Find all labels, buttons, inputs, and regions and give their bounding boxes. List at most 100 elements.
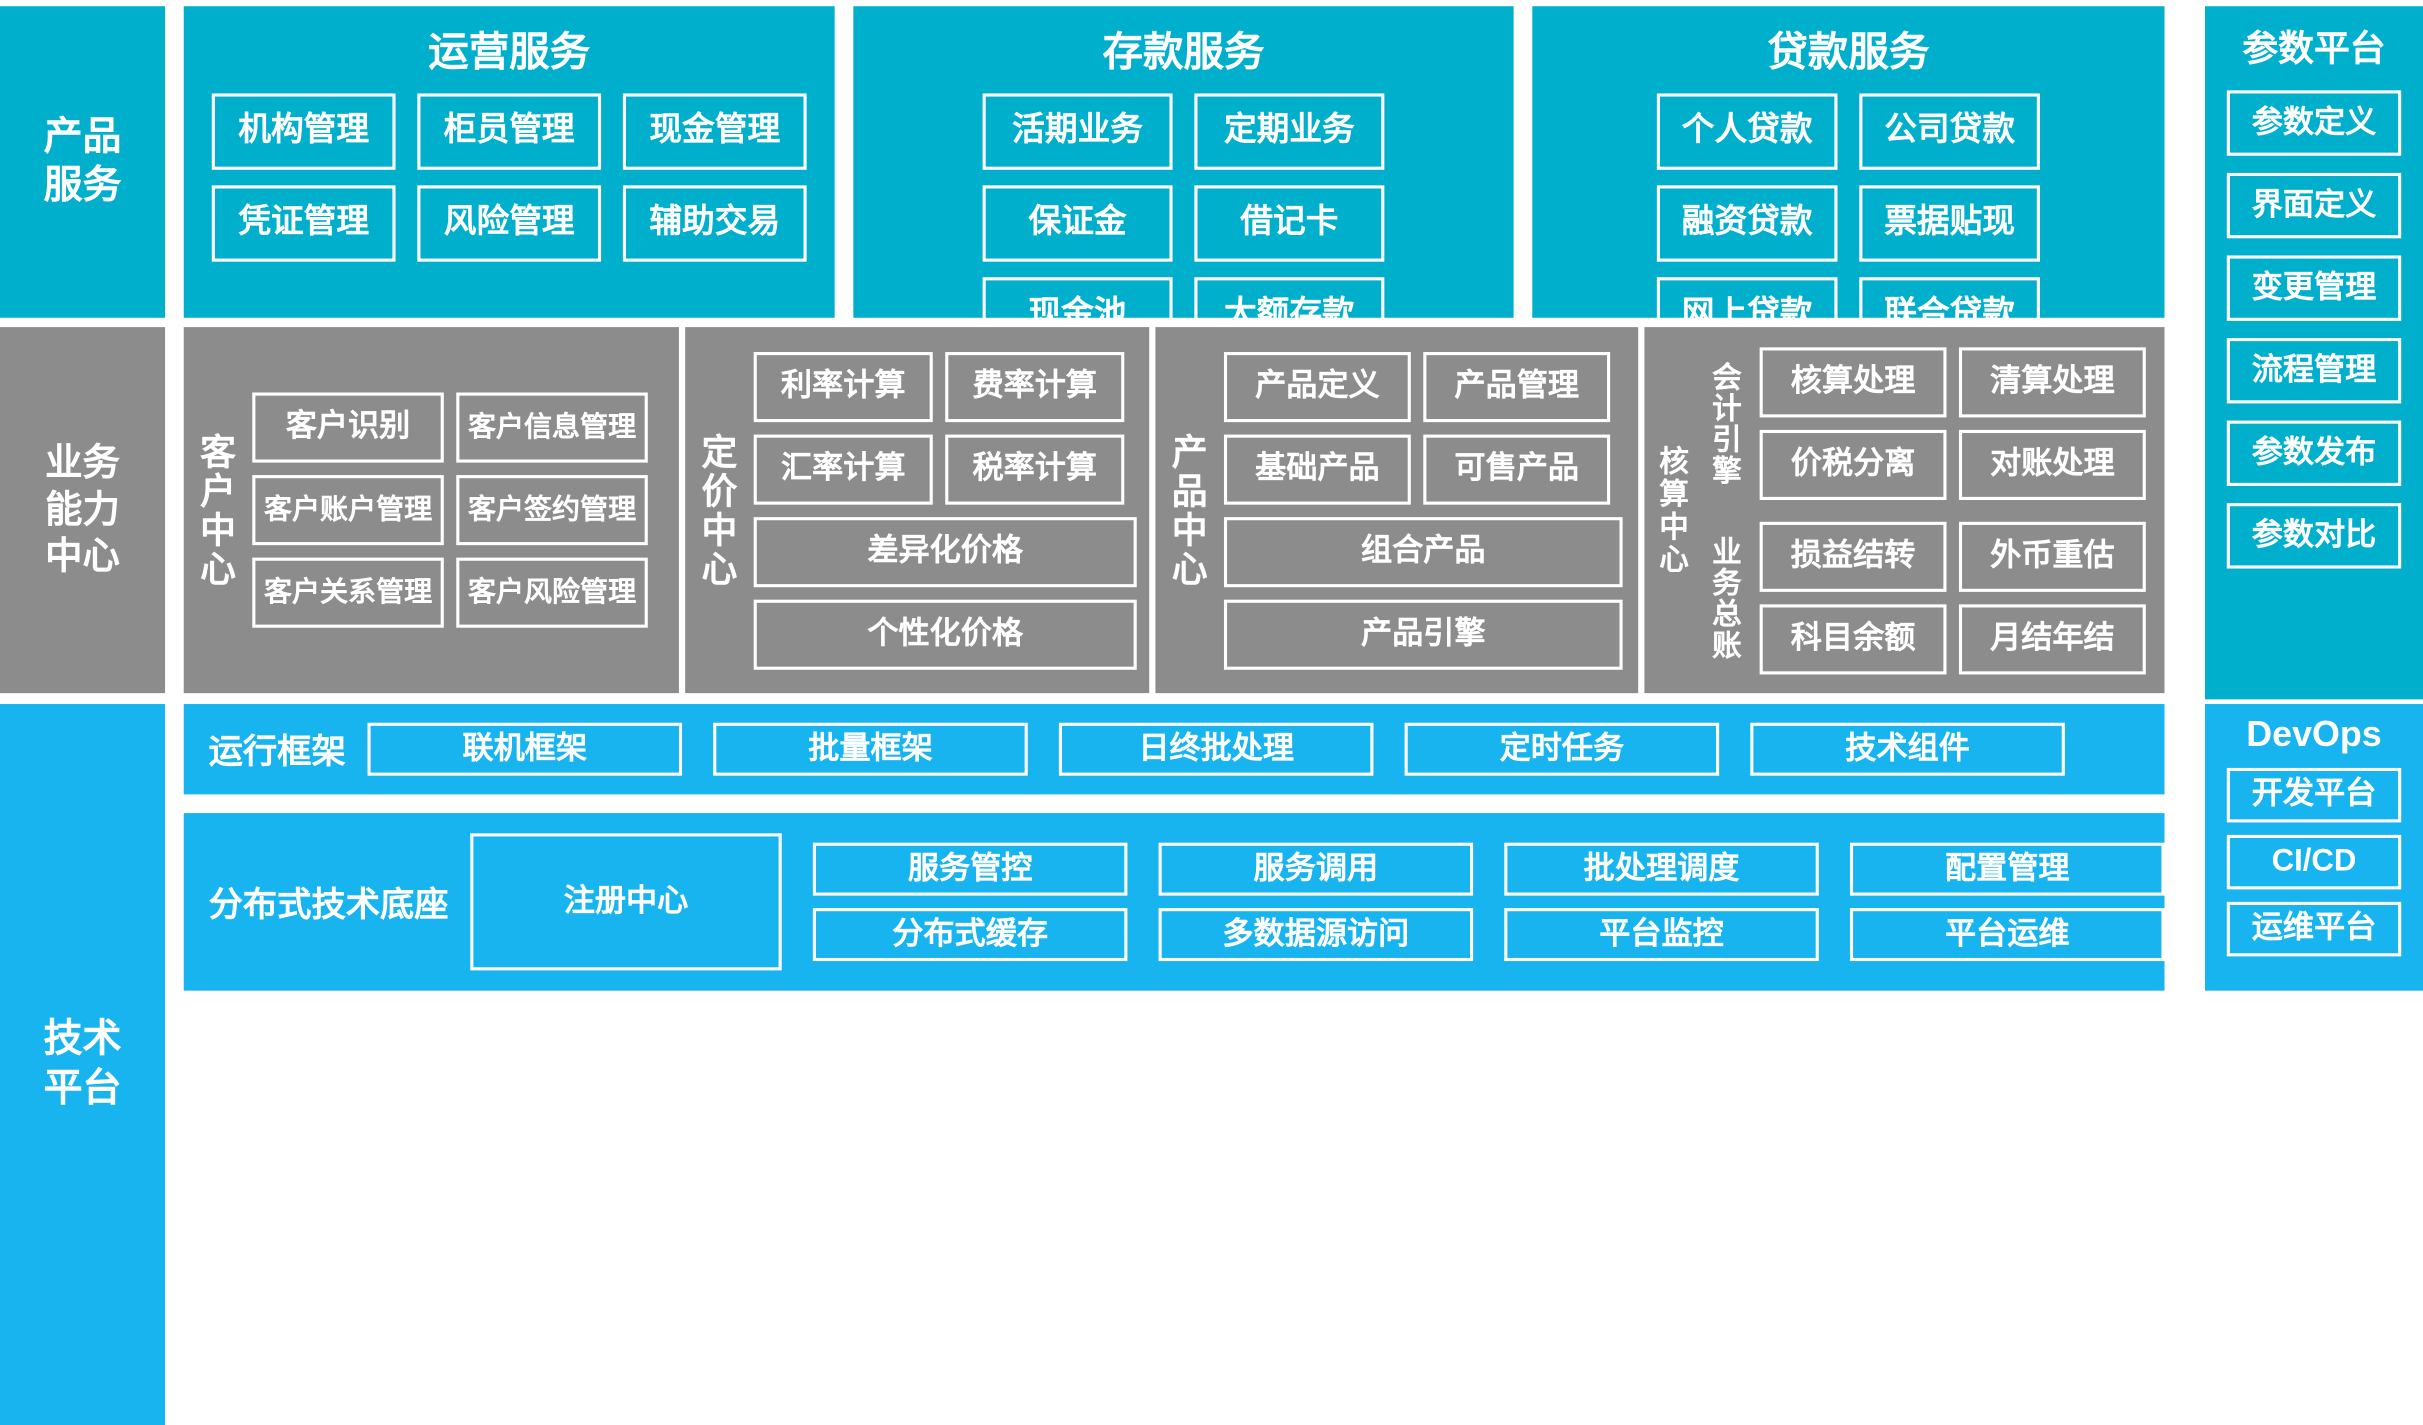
- devops-item[interactable]: CI/CD: [2226, 834, 2402, 890]
- center-product-label: 产品中心: [1166, 432, 1207, 589]
- capability-box-wide[interactable]: 个性化价格: [753, 598, 1137, 670]
- param-platform-item[interactable]: 流程管理: [2226, 338, 2402, 404]
- strip-runtime-framework: 运行框架 联机框架 批量框架 日终批处理 定时任务 技术组件: [183, 704, 2165, 795]
- devops-item[interactable]: 运维平台: [2226, 901, 2402, 957]
- service-box[interactable]: 联合贷款: [1859, 277, 2040, 354]
- param-platform-column: 参数平台 参数定义 界面定义 变更管理 流程管理 参数发布 参数对比: [2204, 6, 2423, 700]
- capability-box[interactable]: 费率计算: [945, 351, 1125, 422]
- tech-box[interactable]: 日终批处理: [1058, 722, 1374, 776]
- capability-box[interactable]: 月结年结: [1958, 603, 2146, 674]
- devops-title: DevOps: [2246, 713, 2382, 754]
- service-box[interactable]: 公司贷款: [1859, 93, 2040, 170]
- service-box[interactable]: 票据贴现: [1859, 185, 2040, 262]
- capability-box[interactable]: 利率计算: [753, 351, 933, 422]
- panel-title-deposit-services: 存款服务: [1102, 28, 1265, 75]
- param-platform-item[interactable]: 参数发布: [2226, 420, 2402, 486]
- accounting-subgroups: 会计引擎 核算处理 清算处理 价税分离 对账处理 业务总账 损益结转 外币重估 …: [1697, 327, 2164, 693]
- capability-box[interactable]: 客户风险管理: [456, 557, 648, 628]
- panel-title-operation-services: 运营服务: [428, 28, 591, 75]
- capability-box[interactable]: 产品管理: [1423, 351, 1611, 422]
- capability-box[interactable]: 客户信息管理: [456, 392, 648, 463]
- business-capability-side-label-text: 业务 能力 中心: [45, 441, 120, 578]
- tech-box[interactable]: 联机框架: [367, 722, 683, 776]
- business-capability-side-label: 业务 能力 中心: [0, 327, 166, 694]
- service-box[interactable]: 凭证管理: [211, 185, 396, 262]
- service-box[interactable]: 机构管理: [211, 93, 396, 170]
- tech-box[interactable]: 技术组件: [1750, 722, 2065, 776]
- capability-box[interactable]: 清算处理: [1958, 346, 2146, 417]
- tech-box-registry[interactable]: 注册中心: [470, 833, 782, 971]
- accounting-engine-grid: 核算处理 清算处理 价税分离 对账处理: [1759, 346, 2165, 500]
- tech-box[interactable]: 多数据源访问: [1158, 908, 1474, 962]
- center-customer: 客户中心 客户识别 客户信息管理 客户账户管理 客户签约管理 客户关系管理 客户…: [183, 327, 679, 694]
- tech-box[interactable]: 定时任务: [1404, 722, 1720, 776]
- capability-box[interactable]: 基础产品: [1223, 433, 1411, 504]
- operation-services-grid: 机构管理 柜员管理 现金管理 凭证管理 风险管理 辅助交易: [184, 93, 835, 277]
- service-box[interactable]: 借记卡: [1194, 185, 1385, 262]
- accounting-subgroup-ledger: 业务总账 损益结转 外币重估 科目余额 月结年结: [1697, 521, 2164, 674]
- panel-title-loan-services: 贷款服务: [1767, 28, 1930, 75]
- capability-box[interactable]: 客户签约管理: [456, 475, 648, 546]
- service-box[interactable]: 辅助交易: [622, 185, 807, 262]
- tech-box[interactable]: 服务管控: [812, 842, 1128, 896]
- capability-box[interactable]: 对账处理: [1958, 429, 2146, 500]
- service-box[interactable]: 柜员管理: [417, 93, 602, 170]
- distributed-base-column: 配置管理 平台运维: [1849, 842, 2165, 962]
- strip-distributed-base: 分布式技术底座 注册中心 服务管控 分布式缓存 服务调用 多数据源访问 批处理调…: [183, 813, 2165, 991]
- technical-platform-side-label-text: 技术 平台: [43, 1017, 122, 1110]
- architecture-diagram: 产品 服务 运营服务 机构管理 柜员管理 现金管理 凭证管理 风险管理 辅助交易…: [0, 6, 2423, 1425]
- capability-box[interactable]: 客户账户管理: [252, 475, 444, 546]
- capability-box[interactable]: 汇率计算: [753, 433, 933, 504]
- capability-box-wide[interactable]: 产品引擎: [1223, 598, 1623, 670]
- capability-box[interactable]: 客户识别: [252, 392, 444, 463]
- service-box[interactable]: 个人贷款: [1656, 93, 1838, 170]
- service-box[interactable]: 风险管理: [417, 185, 602, 262]
- tech-box[interactable]: 批量框架: [713, 722, 1028, 776]
- panel-deposit-services: 存款服务 活期业务 定期业务 保证金 借记卡 现金池 大额存款 结构性存款 账户…: [853, 6, 1514, 538]
- devops-column: DevOps 开发平台 CI/CD 运维平台: [2204, 704, 2423, 991]
- tech-box[interactable]: 平台运维: [1849, 908, 2165, 962]
- capability-box[interactable]: 损益结转: [1759, 521, 1947, 592]
- product-service-layer: 产品 服务 运营服务 机构管理 柜员管理 现金管理 凭证管理 风险管理 辅助交易…: [0, 6, 2423, 538]
- param-platform-item[interactable]: 参数定义: [2226, 90, 2402, 156]
- tech-box[interactable]: 配置管理: [1849, 842, 2165, 896]
- service-box[interactable]: 现金管理: [622, 93, 807, 170]
- service-box[interactable]: 保证金: [982, 185, 1173, 262]
- loan-services-grid: 个人贷款 公司贷款 融资贷款 票据贴现 网上贷款 联合贷款: [1532, 93, 2164, 369]
- center-pricing-grid: 利率计算 费率计算 汇率计算 税率计算 差异化价格 个性化价格: [747, 336, 1155, 685]
- param-platform-item[interactable]: 参数对比: [2226, 503, 2402, 569]
- capability-box[interactable]: 价税分离: [1759, 429, 1947, 500]
- service-box[interactable]: 定期业务: [1194, 93, 1385, 170]
- distributed-base-column: 服务调用 多数据源访问: [1158, 842, 1474, 962]
- capability-box[interactable]: 可售产品: [1423, 433, 1611, 504]
- service-box[interactable]: 大额存款: [1194, 277, 1385, 354]
- service-box[interactable]: 融资贷款: [1656, 185, 1838, 262]
- capability-box-wide[interactable]: 组合产品: [1223, 516, 1623, 587]
- capability-box[interactable]: 外币重估: [1958, 521, 2146, 592]
- capability-box[interactable]: 科目余额: [1759, 603, 1947, 674]
- service-box[interactable]: 活期业务: [982, 93, 1173, 170]
- capability-box-wide[interactable]: 差异化价格: [753, 516, 1137, 587]
- capability-box[interactable]: 核算处理: [1759, 346, 1947, 417]
- center-pricing-label: 定价中心: [696, 432, 737, 589]
- tech-box[interactable]: 分布式缓存: [812, 908, 1128, 962]
- product-service-side-label-text: 产品 服务: [43, 114, 122, 208]
- tech-box[interactable]: 批处理调度: [1504, 842, 1819, 896]
- devops-item[interactable]: 开发平台: [2226, 767, 2402, 823]
- tech-box[interactable]: 平台监控: [1504, 908, 1819, 962]
- capability-box[interactable]: 产品定义: [1223, 351, 1411, 422]
- param-platform-item[interactable]: 变更管理: [2226, 255, 2402, 321]
- panel-loan-services: 贷款服务 个人贷款 公司贷款 融资贷款 票据贴现 网上贷款 联合贷款: [1532, 6, 2165, 354]
- tech-box[interactable]: 服务调用: [1158, 842, 1474, 896]
- center-customer-grid: 客户识别 客户信息管理 客户账户管理 客户签约管理 客户关系管理 客户风险管理: [246, 377, 679, 643]
- capability-box[interactable]: 客户关系管理: [252, 557, 444, 628]
- param-platform-item[interactable]: 界面定义: [2226, 172, 2402, 239]
- capability-box[interactable]: 税率计算: [945, 433, 1125, 504]
- center-customer-label: 客户中心: [194, 432, 236, 589]
- strip-runtime-framework-label: 运行框架: [208, 732, 346, 772]
- product-service-side-label: 产品 服务: [0, 6, 166, 318]
- panel-operation-services: 运营服务 机构管理 柜员管理 现金管理 凭证管理 风险管理 辅助交易: [183, 6, 835, 318]
- center-accounting-label: 核算中心: [1654, 444, 1688, 576]
- distributed-base-column: 批处理调度 平台监控: [1504, 842, 1819, 962]
- strip-distributed-base-label: 分布式技术底座: [208, 884, 449, 924]
